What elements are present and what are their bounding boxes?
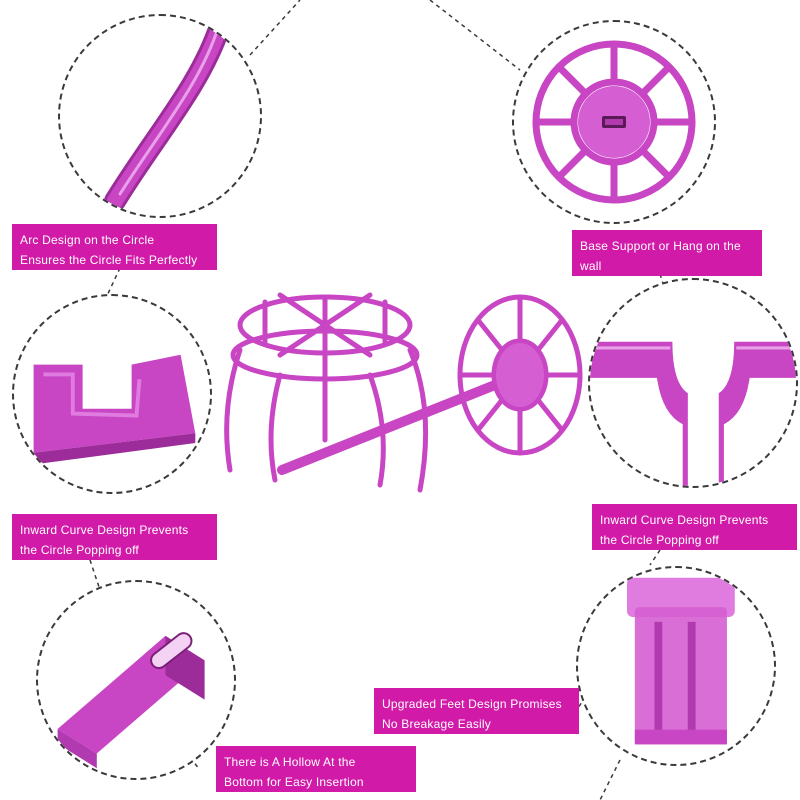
slot-tube-icon xyxy=(57,632,205,769)
notch-clip-icon xyxy=(33,354,196,465)
feet-label-line1: Upgraded Feet Design Promises xyxy=(382,697,562,711)
y-clip-icon xyxy=(590,341,796,486)
arc-detail-circle xyxy=(58,14,262,218)
feet-detail-circle xyxy=(576,566,776,766)
inward-right-line2: the Circle Popping off xyxy=(600,533,719,547)
arc-tube-icon xyxy=(104,16,231,212)
inward-curve-left-label: Inward Curve Design Prevents the Circle … xyxy=(12,514,217,560)
upgraded-feet-label: Upgraded Feet Design Promises No Breakag… xyxy=(374,688,579,734)
inward-right-detail-circle xyxy=(588,278,798,488)
inward-right-line1: Inward Curve Design Prevents xyxy=(600,513,769,527)
wheel-base-icon xyxy=(532,40,696,204)
inward-curve-right-label: Inward Curve Design Prevents the Circle … xyxy=(592,504,797,550)
base-detail-circle xyxy=(512,20,716,224)
hollow-bottom-label: There is A Hollow At the Bottom for Easy… xyxy=(216,746,416,792)
arc-label-line1: Arc Design on the Circle xyxy=(20,233,155,247)
hollow-label-line1: There is A Hollow At the xyxy=(224,755,356,769)
base-label-line2: wall xyxy=(580,259,602,273)
inward-left-line1: Inward Curve Design Prevents xyxy=(20,523,189,537)
arc-label-line2: Ensures the Circle Fits Perfectly xyxy=(20,253,198,267)
hollow-detail-circle xyxy=(36,580,236,780)
inward-left-detail-circle xyxy=(12,294,212,494)
foot-cap-icon xyxy=(627,577,735,745)
hollow-label-line2: Bottom for Easy Insertion xyxy=(224,775,364,789)
inward-left-line2: the Circle Popping off xyxy=(20,543,139,557)
base-support-label: Base Support or Hang on the wall xyxy=(572,230,762,276)
arc-design-label: Arc Design on the Circle Ensures the Cir… xyxy=(12,224,217,270)
feet-label-line2: No Breakage Easily xyxy=(382,717,491,731)
base-label-line1: Base Support or Hang on the xyxy=(580,239,741,253)
wig-stand-icon xyxy=(224,292,583,493)
